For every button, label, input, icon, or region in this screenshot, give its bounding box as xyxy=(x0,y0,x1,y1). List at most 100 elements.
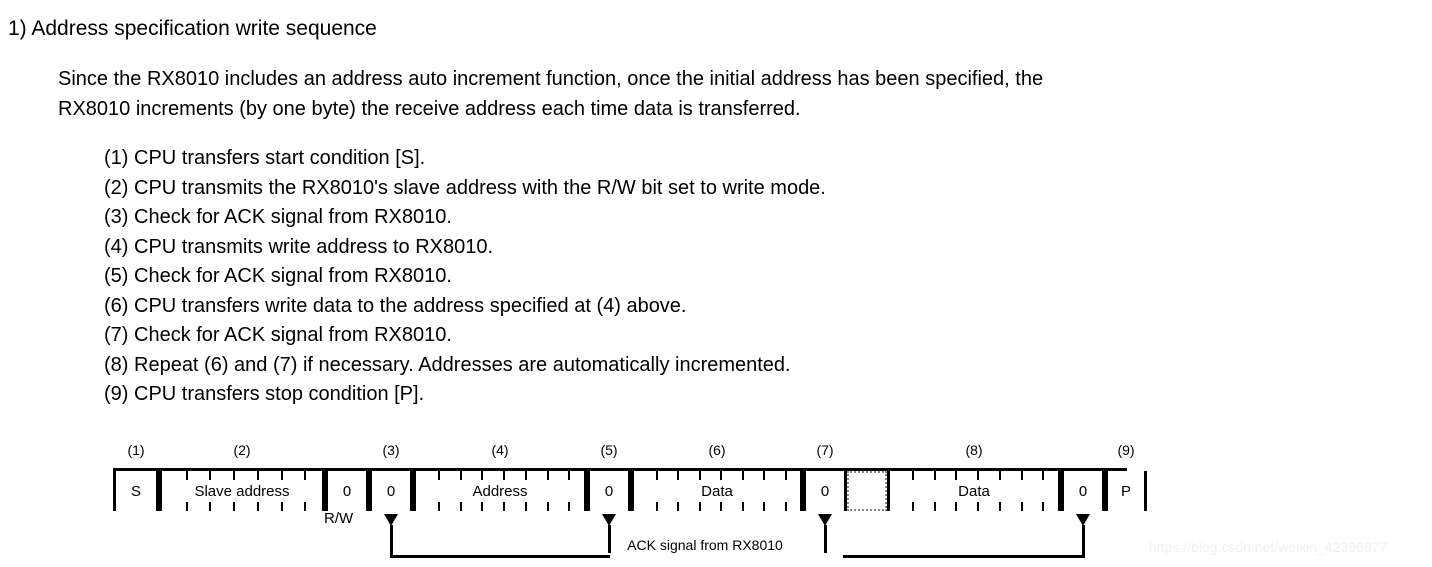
bit-tick xyxy=(1042,502,1045,511)
bit-tick xyxy=(998,471,1001,480)
frame-cell: Data xyxy=(631,471,803,511)
sequence-step: (7) Check for ACK signal from RX8010. xyxy=(104,324,452,346)
intro-paragraph-line-1: Since the RX8010 includes an address aut… xyxy=(58,68,1044,90)
bit-tick xyxy=(698,502,701,511)
bit-tick xyxy=(524,502,527,511)
ack-connector-left xyxy=(389,555,610,558)
frame-cell: Data xyxy=(887,471,1061,511)
bit-tick xyxy=(459,502,462,511)
ack-connector-right xyxy=(843,555,1085,558)
bit-tick xyxy=(185,502,188,511)
bit-tick xyxy=(763,471,765,480)
frame-cell: Address xyxy=(413,471,587,511)
frame-cell-label: S xyxy=(128,482,143,500)
bit-tick xyxy=(481,471,484,480)
sequence-step: (6) CPU transfers write data to the addr… xyxy=(104,294,687,317)
ack-signal-label: ACK signal from RX8010 xyxy=(627,537,783,553)
bit-tick xyxy=(784,502,787,511)
sequence-step: (2) CPU transmits the RX8010's slave add… xyxy=(104,176,826,199)
bit-tick xyxy=(1020,502,1023,511)
frame-cell: Slave address xyxy=(159,471,325,511)
diagram-step-label: (3) xyxy=(382,442,400,458)
frame-cell: 0 xyxy=(1061,471,1105,511)
sequence-step: (8) Repeat (6) and (7) if necessary. Add… xyxy=(104,353,791,376)
bit-tick xyxy=(280,471,283,480)
bit-tick xyxy=(209,502,212,511)
frame-cell-label: 0 xyxy=(818,482,832,500)
bit-tick xyxy=(437,471,440,480)
bit-tick xyxy=(185,471,188,480)
bit-tick xyxy=(304,502,307,511)
frame-cell-label: 0 xyxy=(384,482,398,500)
i2c-frame-bar: S Slave address 0 0 Address 0 Data 0 Data 0 P xyxy=(113,468,1147,511)
bit-tick xyxy=(720,471,722,480)
sequence-step: (1) CPU transfers start condition [S]. xyxy=(104,147,426,169)
frame-cell: 0 xyxy=(803,471,847,511)
frame-cell: 0 xyxy=(369,471,413,511)
bit-tick xyxy=(1020,471,1023,480)
bit-tick xyxy=(256,471,259,480)
diagram-step-label: (9) xyxy=(1117,442,1135,458)
bit-tick xyxy=(677,471,679,480)
frame-cell-label: Address xyxy=(470,482,530,500)
bit-tick xyxy=(503,471,505,480)
bit-tick xyxy=(933,502,936,511)
intro-paragraph: Since the RX8010 includes an address aut… xyxy=(58,64,1432,124)
bit-tick xyxy=(977,502,979,511)
diagram-step-label: (6) xyxy=(708,442,726,458)
bit-tick xyxy=(459,471,462,480)
sequence-step: (5) Check for ACK signal from RX8010. xyxy=(104,265,452,287)
bit-tick xyxy=(977,471,979,480)
bit-tick xyxy=(741,471,744,480)
ack-arrow-shaft xyxy=(1081,525,1085,558)
bit-tick xyxy=(304,471,307,480)
bit-tick xyxy=(720,502,722,511)
frame-cell-label: 0 xyxy=(340,482,354,500)
bit-tick xyxy=(437,502,440,511)
bit-tick xyxy=(911,471,914,480)
frame-cell-label: 0 xyxy=(1076,482,1090,500)
watermark: https://blog.csdn.net/weixin_42396877 xyxy=(1149,539,1388,555)
bit-tick xyxy=(209,471,212,480)
ack-arrow-shaft xyxy=(607,525,611,553)
diagram-step-label-row: (1)(2)(3)(4)(5)(6)(7)(8)(9) xyxy=(0,440,1432,464)
frame-cell: P xyxy=(1105,471,1147,511)
bit-tick xyxy=(1042,471,1045,480)
bit-tick xyxy=(233,471,236,480)
bit-tick xyxy=(481,502,484,511)
bit-tick xyxy=(998,502,1001,511)
frame-cell-label: Data xyxy=(699,482,735,500)
bit-tick xyxy=(955,502,958,511)
bit-tick xyxy=(546,502,549,511)
bit-tick xyxy=(546,471,549,480)
intro-paragraph-line-2: RX8010 increments (by one byte) the rece… xyxy=(58,98,801,120)
frame-cell-gap xyxy=(847,471,887,511)
bit-tick xyxy=(568,471,571,480)
diagram-step-label: (8) xyxy=(965,442,983,458)
ack-arrow-shaft xyxy=(823,525,827,553)
frame-cell-label: P xyxy=(1118,482,1133,500)
section-heading: 1) Address specification write sequence xyxy=(8,17,377,40)
sequence-step: (4) CPU transmits write address to RX801… xyxy=(104,235,494,258)
diagram-step-label: (1) xyxy=(127,442,145,458)
bit-tick xyxy=(784,471,787,480)
bit-tick xyxy=(955,471,958,480)
diagram-step-label: (4) xyxy=(491,442,509,458)
bit-tick xyxy=(655,471,658,480)
bit-tick xyxy=(568,502,571,511)
diagram-step-label: (2) xyxy=(233,442,251,458)
frame-cell-label: Data xyxy=(956,482,992,500)
bit-tick xyxy=(741,502,744,511)
sequence-step: (3) Check for ACK signal from RX8010. xyxy=(104,206,452,228)
frame-cell: 0 xyxy=(587,471,631,511)
rw-bit-label: R/W xyxy=(324,510,354,527)
diagram-step-label: (5) xyxy=(600,442,618,458)
bit-tick xyxy=(503,502,505,511)
bit-tick xyxy=(655,502,658,511)
frame-cell-label: 0 xyxy=(602,482,616,500)
frame-cell-label: Slave address xyxy=(192,482,292,500)
bit-tick xyxy=(524,471,527,480)
bit-tick xyxy=(933,471,936,480)
frame-cell: S xyxy=(113,471,159,511)
